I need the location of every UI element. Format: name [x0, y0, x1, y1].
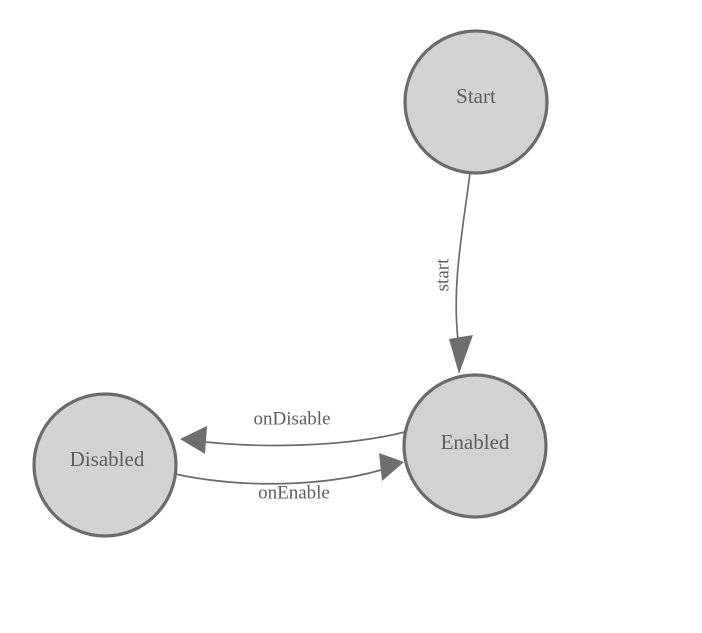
edge-disabled-to-enabled[interactable]: onEnable — [174, 453, 404, 503]
edge-enabled-to-disabled[interactable]: onDisable — [180, 408, 406, 454]
state-node-start-label: Start — [456, 84, 496, 108]
state-node-start[interactable]: Start — [403, 29, 549, 175]
edge-disabled-to-enabled-arrowhead — [379, 453, 404, 481]
edge-label-start: start — [432, 258, 453, 291]
state-node-enabled-label: Enabled — [441, 430, 510, 454]
state-node-enabled-circle — [402, 373, 548, 519]
edge-label-onenable: onEnable — [258, 482, 330, 503]
edge-enabled-to-disabled-arrowhead — [180, 426, 207, 454]
state-node-disabled-label: Disabled — [70, 447, 145, 471]
edge-label-ondisable: onDisable — [253, 408, 330, 429]
state-node-disabled-circle — [32, 392, 178, 538]
state-node-disabled[interactable]: Disabled — [32, 392, 178, 538]
edge-start-to-enabled[interactable]: start — [432, 172, 473, 374]
edge-start-to-enabled-arrowhead — [449, 335, 473, 374]
edge-start-to-enabled-path — [455, 172, 471, 341]
edge-disabled-to-enabled-path — [174, 469, 382, 485]
state-node-enabled[interactable]: Enabled — [402, 373, 548, 519]
edge-enabled-to-disabled-path — [196, 431, 406, 447]
state-node-start-circle — [403, 29, 549, 175]
